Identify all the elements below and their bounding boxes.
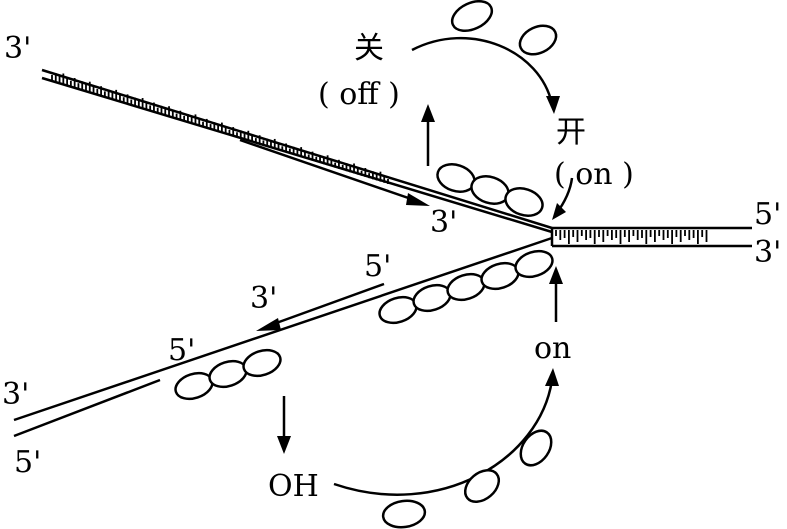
right-duplex xyxy=(550,226,752,248)
lower-synthesis-arrow xyxy=(256,282,385,331)
upper-strand xyxy=(41,68,553,234)
label-lower-5prime-a: 5' xyxy=(364,249,391,284)
label-close-en: ( off ) xyxy=(318,77,400,112)
curved-arrow-oh-to-on xyxy=(333,368,559,496)
down-arrow-oh xyxy=(277,396,291,454)
lower-strand xyxy=(13,236,553,438)
label-bottom-left-5prime: 5' xyxy=(14,445,41,480)
up-arrow-on xyxy=(549,266,563,322)
label-on: on xyxy=(534,331,571,366)
upper-strand-ticks xyxy=(51,73,389,184)
label-bottom-left-3prime: 3' xyxy=(2,377,29,412)
upper-synthesis-arrow xyxy=(239,138,430,206)
beads-top-free xyxy=(450,0,558,56)
curved-arrow-on-to-junction xyxy=(552,177,574,220)
label-right-5prime: 5' xyxy=(754,197,781,232)
beads-bottom-free xyxy=(381,429,553,529)
curved-arrow-off-to-on xyxy=(411,36,560,114)
label-lower-3prime: 3' xyxy=(250,281,277,316)
label-right-3prime: 3' xyxy=(754,235,781,270)
beads-lower-bound-right xyxy=(378,249,554,325)
beads-lower-bound-left xyxy=(174,348,282,401)
label-oh: OH xyxy=(268,469,319,504)
label-mid-3prime: 3' xyxy=(430,205,457,240)
label-top-left-3prime: 3' xyxy=(4,31,31,66)
label-lower-5prime-b: 5' xyxy=(168,333,195,368)
label-open-en: ( on ) xyxy=(554,157,634,192)
beads-upper-bound xyxy=(436,163,544,217)
up-arrow-off xyxy=(421,104,435,166)
label-close-cn: 关 xyxy=(354,31,384,66)
right-duplex-ticks xyxy=(555,230,708,244)
label-open-cn: 开 xyxy=(556,115,586,150)
